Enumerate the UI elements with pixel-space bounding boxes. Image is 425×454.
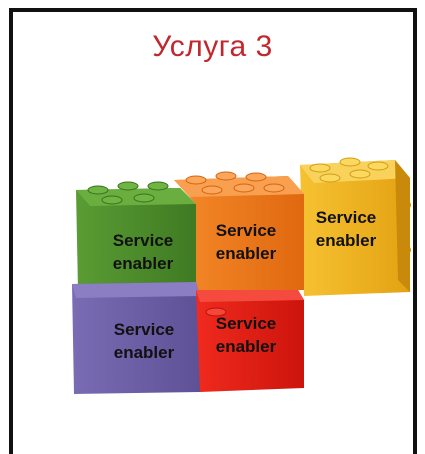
block-yellow-label-line1: Service [316,208,377,227]
block-green: Service enabler [76,181,196,290]
slide-title: Услуга 3 [152,30,273,63]
block-yellow-label-line2: enabler [316,231,377,250]
block-yellow: Service enabler [300,157,411,296]
block-orange: Service enabler [174,171,304,292]
block-purple: Service enabler [72,282,200,394]
block-red-label-line2: enabler [216,337,277,356]
block-green-label-line1: Service [113,231,174,250]
block-purple-label-line2: enabler [114,343,175,362]
block-orange-label-line1: Service [216,221,277,240]
block-green-label-line2: enabler [113,254,174,273]
block-red-label-line1: Service [216,314,277,333]
block-red: Service enabler [196,290,304,392]
block-orange-label-line2: enabler [216,244,277,263]
block-purple-label-line1: Service [114,320,175,339]
